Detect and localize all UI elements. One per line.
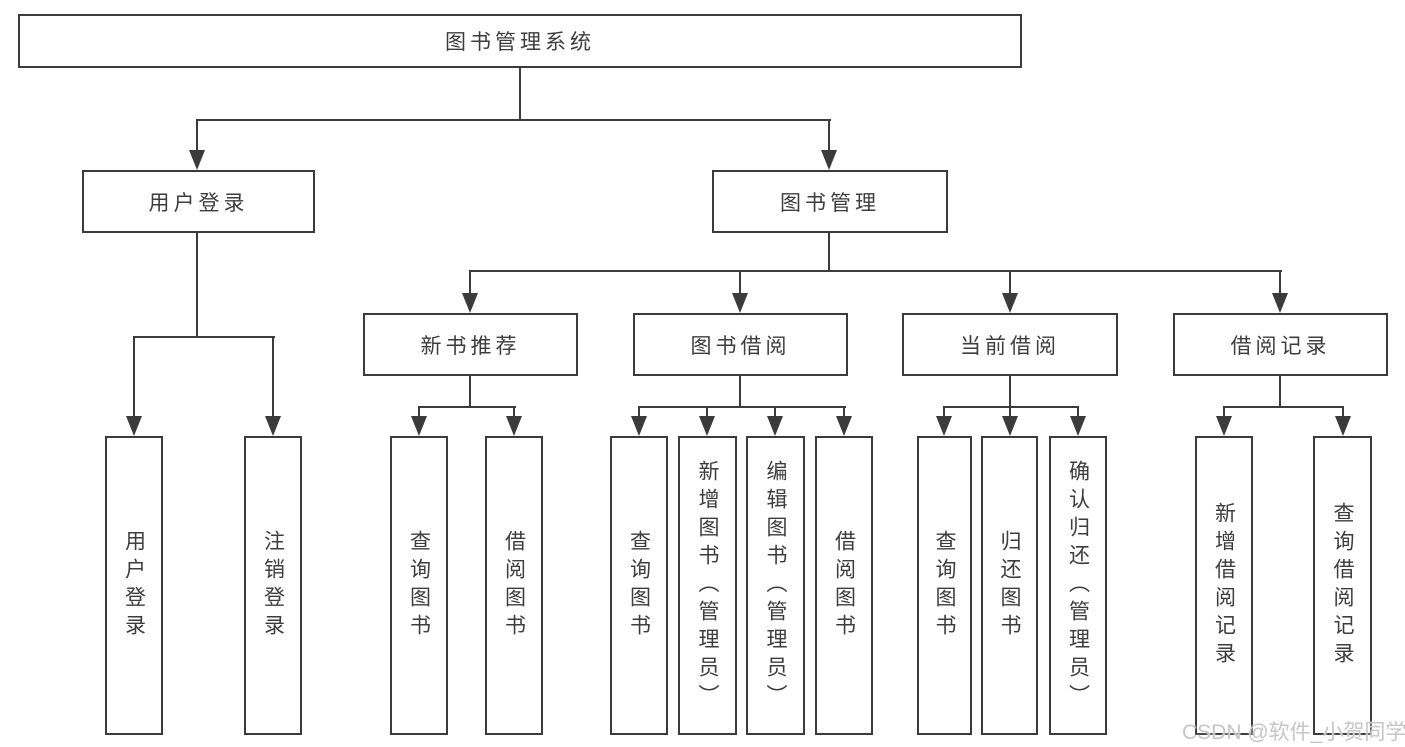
connector-line bbox=[469, 270, 1282, 272]
leaf-label: 查询借阅记录 bbox=[1331, 501, 1354, 670]
connector-line bbox=[828, 119, 830, 151]
connector-line bbox=[774, 406, 776, 417]
arrowhead-icon bbox=[1002, 416, 1018, 436]
leaf-label: 注销登录 bbox=[261, 529, 285, 642]
connector-line bbox=[943, 406, 945, 417]
leaf-label: 查询图书 bbox=[933, 529, 956, 642]
arrowhead-icon bbox=[699, 416, 715, 436]
connector-line bbox=[739, 374, 741, 408]
node-book-management: 图书管理 bbox=[712, 170, 948, 233]
node-new-book-recommend: 新书推荐 bbox=[363, 313, 578, 376]
arrowhead-icon bbox=[265, 416, 281, 436]
connector-line bbox=[1223, 406, 1344, 408]
connector-line bbox=[196, 231, 198, 338]
leaf-label: 借阅图书 bbox=[832, 529, 856, 642]
node-current-borrowing: 当前借阅 bbox=[902, 313, 1118, 376]
node-label: 图书借阅 bbox=[690, 334, 791, 358]
connector-line bbox=[1009, 374, 1011, 408]
leaf-add-borrow-record: 新增借阅记录 bbox=[1195, 436, 1253, 735]
arrowhead-icon bbox=[1216, 416, 1232, 436]
arrowhead-icon bbox=[821, 150, 837, 170]
connector-line bbox=[197, 119, 831, 121]
connector-line bbox=[1342, 406, 1344, 417]
arrowhead-icon bbox=[462, 293, 478, 313]
connector-line bbox=[513, 406, 515, 417]
node-library-management-system: 图书管理系统 bbox=[18, 14, 1022, 68]
arrowhead-icon bbox=[732, 293, 748, 313]
arrowhead-icon bbox=[126, 416, 142, 436]
leaf-query-borrow-record: 查询借阅记录 bbox=[1313, 436, 1372, 735]
connector-line bbox=[272, 336, 274, 416]
arrowhead-icon bbox=[836, 416, 852, 436]
connector-line bbox=[1279, 270, 1281, 293]
leaf-label: 确认归还（管理员） bbox=[1066, 459, 1090, 712]
connector-line bbox=[519, 68, 521, 121]
connector-line bbox=[469, 374, 471, 408]
connector-line bbox=[1223, 406, 1225, 417]
connector-line bbox=[1077, 406, 1079, 417]
leaf-logout: 注销登录 bbox=[244, 436, 302, 735]
leaf-query-books-cb: 查询图书 bbox=[917, 436, 972, 735]
node-label: 新书推荐 bbox=[420, 334, 521, 358]
connector-line bbox=[469, 270, 471, 293]
node-label: 用户登录 bbox=[148, 191, 249, 215]
leaf-label: 用户登录 bbox=[122, 529, 146, 642]
leaf-label: 新增图书（管理员） bbox=[696, 459, 719, 712]
csdn-watermark: CSDN @软件_小贺同学 bbox=[1182, 721, 1405, 744]
leaf-borrow-books-bb: 借阅图书 bbox=[815, 436, 873, 735]
connector-line bbox=[943, 406, 1079, 408]
connector-line bbox=[638, 406, 640, 417]
arrowhead-icon bbox=[1002, 293, 1018, 313]
leaf-return-books: 归还图书 bbox=[981, 436, 1038, 735]
leaf-confirm-return-admin: 确认归还（管理员） bbox=[1049, 436, 1107, 735]
connector-line bbox=[133, 336, 135, 416]
arrowhead-icon bbox=[631, 416, 647, 436]
node-label: 借阅记录 bbox=[1230, 334, 1331, 358]
arrowhead-icon bbox=[411, 416, 427, 436]
arrowhead-icon bbox=[767, 416, 783, 436]
leaf-query-books-nb: 查询图书 bbox=[390, 436, 448, 735]
node-borrowing-records: 借阅记录 bbox=[1173, 313, 1388, 376]
connector-line bbox=[418, 406, 516, 408]
arrowhead-icon bbox=[1272, 293, 1288, 313]
arrowhead-icon bbox=[506, 416, 522, 436]
connector-line bbox=[843, 406, 845, 417]
leaf-user-login: 用户登录 bbox=[105, 436, 163, 735]
arrowhead-icon bbox=[1070, 416, 1086, 436]
connector-line bbox=[418, 406, 420, 417]
arrowhead-icon bbox=[936, 416, 952, 436]
connector-line bbox=[1009, 406, 1011, 417]
connector-line bbox=[706, 406, 708, 417]
connector-line bbox=[196, 119, 198, 151]
leaf-label: 新增借阅记录 bbox=[1212, 501, 1236, 670]
connector-line bbox=[638, 406, 846, 408]
leaf-label: 归还图书 bbox=[998, 529, 1021, 642]
leaf-label: 查询图书 bbox=[407, 529, 431, 642]
connector-line bbox=[739, 270, 741, 293]
connector-line bbox=[133, 336, 275, 338]
leaf-label: 查询图书 bbox=[627, 529, 651, 642]
leaf-label: 借阅图书 bbox=[502, 529, 526, 642]
connector-line bbox=[828, 231, 830, 272]
node-user-login: 用户登录 bbox=[82, 170, 315, 233]
node-label: 图书管理 bbox=[780, 191, 880, 215]
node-label: 当前借阅 bbox=[960, 334, 1060, 358]
leaf-edit-books-admin: 编辑图书（管理员） bbox=[746, 436, 805, 735]
node-label: 图书管理系统 bbox=[445, 31, 595, 54]
leaf-label: 编辑图书（管理员） bbox=[764, 459, 787, 712]
arrowhead-icon bbox=[1335, 416, 1351, 436]
leaf-borrow-books-nb: 借阅图书 bbox=[485, 436, 543, 735]
connector-line bbox=[1009, 270, 1011, 293]
connector-line bbox=[1279, 374, 1281, 408]
leaf-add-books-admin: 新增图书（管理员） bbox=[678, 436, 737, 735]
arrowhead-icon bbox=[189, 150, 205, 170]
node-book-borrowing: 图书借阅 bbox=[633, 313, 848, 376]
leaf-query-books-bb: 查询图书 bbox=[610, 436, 668, 735]
